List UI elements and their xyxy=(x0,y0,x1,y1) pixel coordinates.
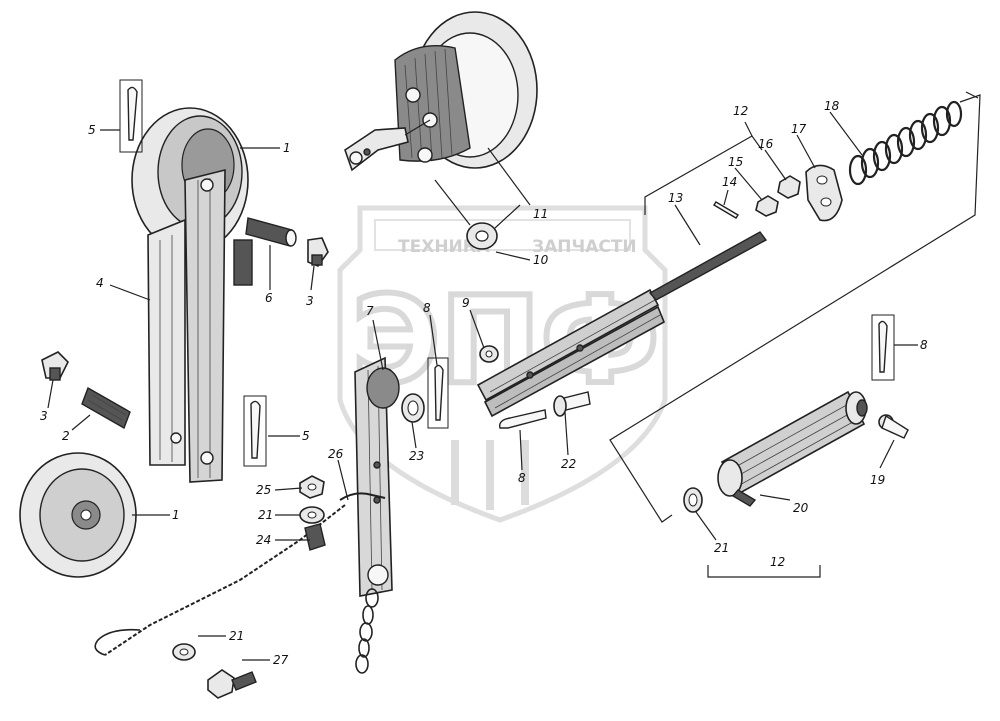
cotter-pin-5-bottom xyxy=(243,395,267,467)
bolt-27 xyxy=(207,669,257,699)
callout-16: 16 xyxy=(758,137,774,151)
callout-8-lower: 8 xyxy=(518,471,526,485)
tube-20 xyxy=(717,390,868,507)
callout-3-left: 3 xyxy=(40,409,48,423)
callout-2: 2 xyxy=(62,429,70,443)
grease-fitting-3-left xyxy=(41,351,69,381)
callout-21-upper: 21 xyxy=(258,508,273,522)
leader-lines xyxy=(47,111,918,661)
washer-23 xyxy=(401,393,425,423)
callout-9: 9 xyxy=(462,296,470,310)
callout-12-top: 12 xyxy=(733,104,748,118)
callout-24: 24 xyxy=(256,533,271,547)
grease-fitting-3-center xyxy=(307,237,329,267)
callout-5-top: 5 xyxy=(88,123,96,137)
bracket-4 xyxy=(147,168,253,483)
clip-26 xyxy=(339,492,386,501)
callout-18: 18 xyxy=(824,99,840,113)
callout-12-bottom: 12 xyxy=(770,555,785,569)
callout-5-bottom: 5 xyxy=(302,429,310,443)
watermark-text-left: ТЕХНИКА xyxy=(398,237,491,257)
pin-19 xyxy=(878,414,909,439)
washer-9 xyxy=(479,345,499,363)
callout-20: 20 xyxy=(793,501,809,515)
callout-17: 17 xyxy=(791,122,807,136)
callout-3-center: 3 xyxy=(306,294,314,308)
callout-23: 23 xyxy=(409,449,424,463)
callout-11: 11 xyxy=(533,207,548,221)
callout-21-right: 21 xyxy=(714,541,729,555)
nut-25 xyxy=(299,475,325,499)
callout-19: 19 xyxy=(870,473,885,487)
washer-21-right xyxy=(683,487,703,513)
callout-1-top: 1 xyxy=(283,141,291,155)
pin-22 xyxy=(553,391,591,417)
plate-17 xyxy=(805,164,843,222)
drum-assembly xyxy=(344,11,538,172)
callout-4: 4 xyxy=(96,276,104,290)
group-bracket-12-bottom xyxy=(707,565,821,578)
pin-8-lower xyxy=(499,409,547,429)
callout-1-bottom: 1 xyxy=(172,508,180,522)
axle-6 xyxy=(245,217,297,247)
arm-7 xyxy=(354,356,400,597)
callout-13: 13 xyxy=(668,191,683,205)
pin-8-center xyxy=(427,357,449,429)
bolt-24 xyxy=(304,523,326,551)
washer-21-lower xyxy=(172,643,196,661)
callout-6: 6 xyxy=(265,291,273,305)
watermark-text-right: ЗАПЧАСТИ xyxy=(532,237,637,257)
callout-8-center: 8 xyxy=(423,301,431,315)
callout-14: 14 xyxy=(722,175,737,189)
callout-15: 15 xyxy=(728,155,743,169)
nut-15 xyxy=(755,195,779,217)
pin-8-right xyxy=(871,314,895,381)
pin-14 xyxy=(713,201,739,219)
spring-18 xyxy=(848,100,963,186)
pulley-1-bottom xyxy=(19,452,137,578)
callout-25: 25 xyxy=(256,483,271,497)
group-bracket-12-top xyxy=(644,121,763,215)
callout-27: 27 xyxy=(273,653,289,667)
nut-16 xyxy=(777,175,801,199)
callout-22: 22 xyxy=(561,457,576,471)
washer-10 xyxy=(434,179,521,250)
callout-7: 7 xyxy=(366,304,374,318)
rack-13 xyxy=(476,231,768,418)
chain xyxy=(355,588,379,674)
axle-2 xyxy=(81,386,131,430)
callout-10: 10 xyxy=(533,253,549,267)
callout-8-right: 8 xyxy=(920,338,928,352)
cotter-pin-5-top xyxy=(119,79,143,153)
washer-21-upper xyxy=(299,506,325,524)
callout-labels: 1 1 2 3 3 4 5 5 6 7 8 8 8 9 10 11 12 12 … xyxy=(40,99,928,667)
connector-line-right xyxy=(609,91,981,523)
callout-26: 26 xyxy=(328,447,344,461)
callout-21-lower: 21 xyxy=(229,629,244,643)
